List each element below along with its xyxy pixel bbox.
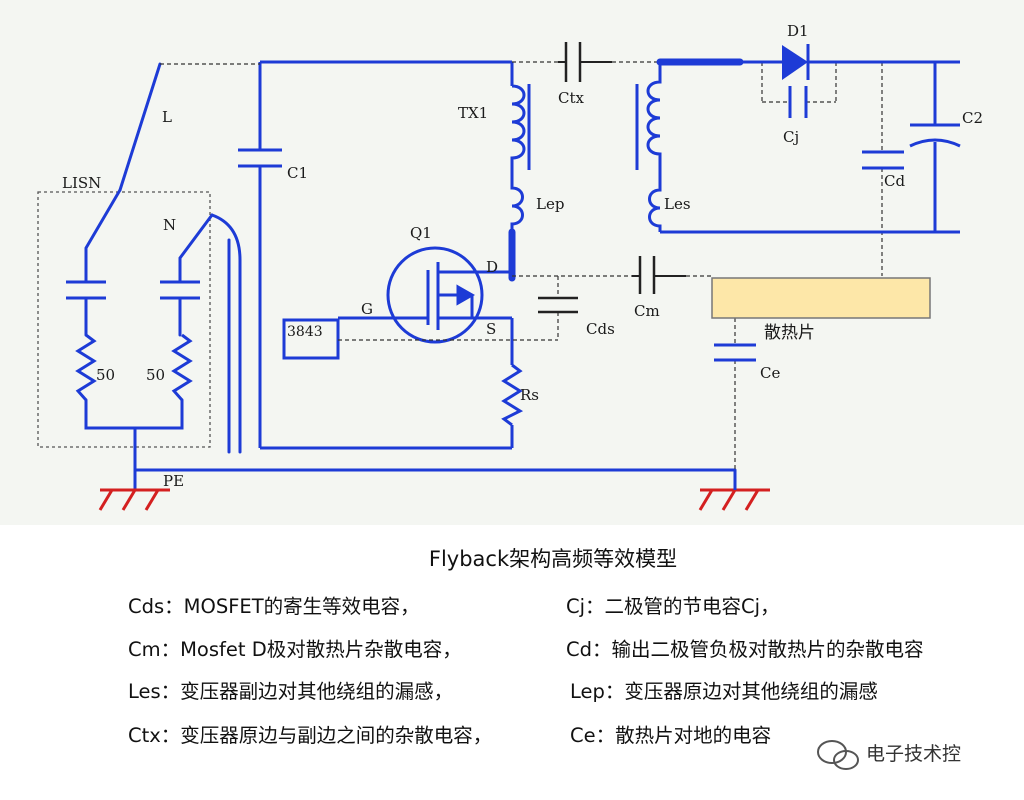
label-ic-3843: 3843 xyxy=(287,324,323,340)
capacitor-ce xyxy=(714,343,756,362)
capacitor-cj xyxy=(788,86,808,118)
label-lisn: LISN xyxy=(62,174,101,192)
label-rs: Rs xyxy=(520,386,539,404)
tx1-primary-winding xyxy=(510,84,526,168)
lisn-resistor-2 xyxy=(171,333,193,401)
note-ctx: Ctx：变压器原边与副边之间的杂散电容， xyxy=(128,724,492,747)
wechat-icon xyxy=(817,740,859,770)
label-les: Les xyxy=(664,195,691,213)
label-q1: Q1 xyxy=(410,224,432,242)
label-s: S xyxy=(486,320,496,338)
lisn-capacitor-1 xyxy=(66,280,106,300)
label-cj: Cj xyxy=(783,128,799,146)
note-cj: Cj：二极管的节电容Cj， xyxy=(566,595,780,618)
stray-dashed-lines xyxy=(338,61,883,470)
primary-wires xyxy=(258,60,737,490)
diagram-title: Flyback架构高频等效模型 xyxy=(429,547,677,571)
label-tx1: TX1 xyxy=(458,104,488,122)
note-les: Les：变压器副边对其他绕组的漏感， xyxy=(128,680,453,703)
tx1-secondary-winding xyxy=(646,62,662,176)
input-wires xyxy=(84,62,737,492)
label-pe: PE xyxy=(163,472,184,490)
label-r1: 50 xyxy=(96,366,115,384)
label-ctx: Ctx xyxy=(558,89,585,107)
ground-symbol-left xyxy=(98,488,170,511)
lisn-resistor-1 xyxy=(75,333,97,401)
capacitor-cd xyxy=(862,150,904,170)
label-cm: Cm xyxy=(634,302,660,320)
ic-3843-box xyxy=(282,318,340,360)
watermark-text: 电子技术控 xyxy=(866,743,961,765)
mosfet-q1 xyxy=(386,246,484,344)
lep-inductor xyxy=(510,168,524,232)
tx1-core xyxy=(527,84,639,170)
label-ce: Ce xyxy=(760,364,780,382)
label-d: D xyxy=(486,258,498,276)
lisn-box xyxy=(37,191,211,448)
label-g: G xyxy=(361,300,373,318)
les-inductor xyxy=(648,176,662,232)
label-cd: Cd xyxy=(884,172,905,190)
label-cds: Cds xyxy=(586,320,615,338)
label-r2: 50 xyxy=(146,366,165,384)
resistor-rs xyxy=(501,363,524,427)
secondary-wires xyxy=(660,60,960,234)
label-n: N xyxy=(163,216,176,234)
label-lep: Lep xyxy=(536,195,564,213)
note-ce: Ce：散热片对地的电容 xyxy=(570,724,771,747)
note-cm: Cm：Mosfet D极对散热片杂散电容， xyxy=(128,638,462,661)
note-cds: Cds：MOSFET的寄生等效电容， xyxy=(128,595,420,618)
label-l: L xyxy=(162,108,172,126)
capacitor-c1 xyxy=(238,148,282,168)
label-c1: C1 xyxy=(287,164,308,182)
label-c2: C2 xyxy=(962,109,983,127)
heatsink xyxy=(711,277,931,319)
note-cd: Cd：输出二极管负极对散热片的杂散电容 xyxy=(566,638,924,661)
capacitor-cds xyxy=(538,296,578,314)
note-lep: Lep：变压器原边对其他绕组的漏感 xyxy=(570,680,878,703)
lisn-capacitor-2 xyxy=(160,280,200,300)
label-heatsink: 散热片 xyxy=(764,323,815,343)
capacitor-c2 xyxy=(909,123,961,148)
diode-d1 xyxy=(782,44,810,80)
label-d1: D1 xyxy=(787,22,809,40)
